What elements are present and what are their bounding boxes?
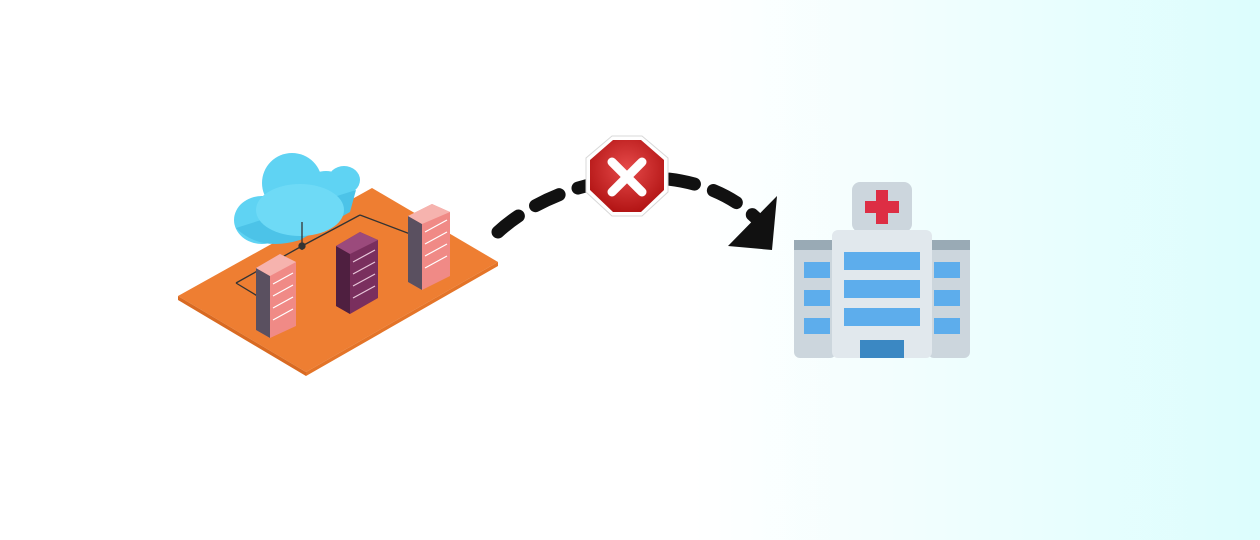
hospital-icon (794, 182, 970, 358)
arrowhead (728, 196, 777, 250)
cloud-data-center-icon (178, 153, 498, 376)
cloud-icon (234, 153, 360, 244)
server-rack-icon (256, 254, 296, 338)
stop-sign-x-icon (585, 135, 669, 217)
server-rack-icon (408, 204, 450, 290)
server-rack-icon (336, 232, 378, 314)
platform-edge (178, 296, 306, 376)
